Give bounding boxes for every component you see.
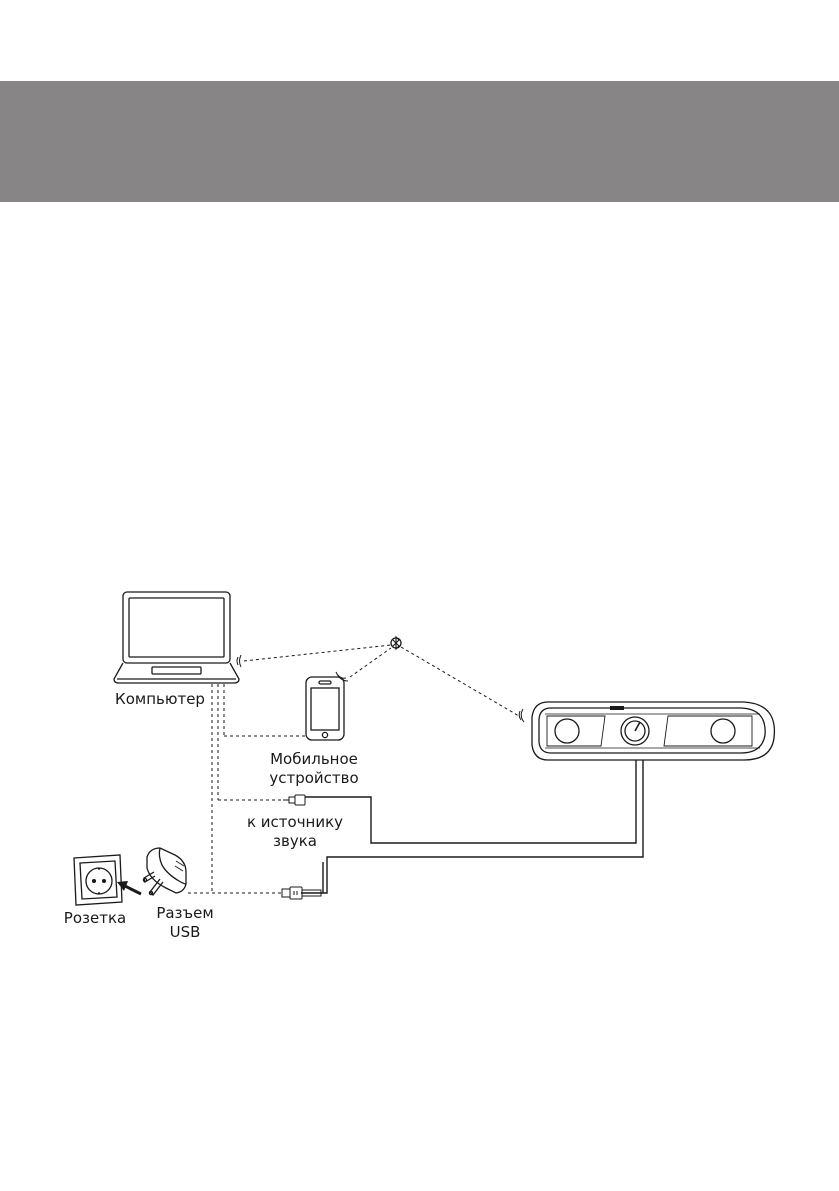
audio-source-label: к источнику звука <box>240 813 350 851</box>
usb-plug-icon <box>281 886 322 900</box>
usb-connector-label: Разъем USB <box>146 904 224 942</box>
usb-label-line2: USB <box>169 923 201 941</box>
wall-socket-icon <box>73 854 123 906</box>
bluetooth-links <box>243 644 520 717</box>
plug-in-arrow <box>117 881 142 896</box>
usb-power-adapter-icon <box>142 847 187 896</box>
header-band <box>0 81 839 202</box>
audio-source-label-line1: к источнику <box>246 813 344 831</box>
soundbar-icon <box>531 701 776 761</box>
mobile-label-line1: Мобильное <box>270 750 358 768</box>
bluetooth-icon <box>390 635 402 651</box>
socket-label: Розетка <box>63 909 127 927</box>
computer-connections <box>188 684 305 894</box>
audio-jack-icon <box>283 794 306 806</box>
signal-icons <box>236 654 525 723</box>
soundbar-cables <box>301 760 644 894</box>
mobile-label-line2: устройство <box>269 769 359 787</box>
mobile-device-label: Мобильное устройство <box>256 750 372 788</box>
audio-source-label-line2: звука <box>273 832 317 850</box>
usb-label-line1: Разъем <box>156 904 214 922</box>
smartphone-icon <box>305 676 345 741</box>
laptop-icon <box>113 591 240 684</box>
computer-label: Компьютер <box>115 690 205 708</box>
